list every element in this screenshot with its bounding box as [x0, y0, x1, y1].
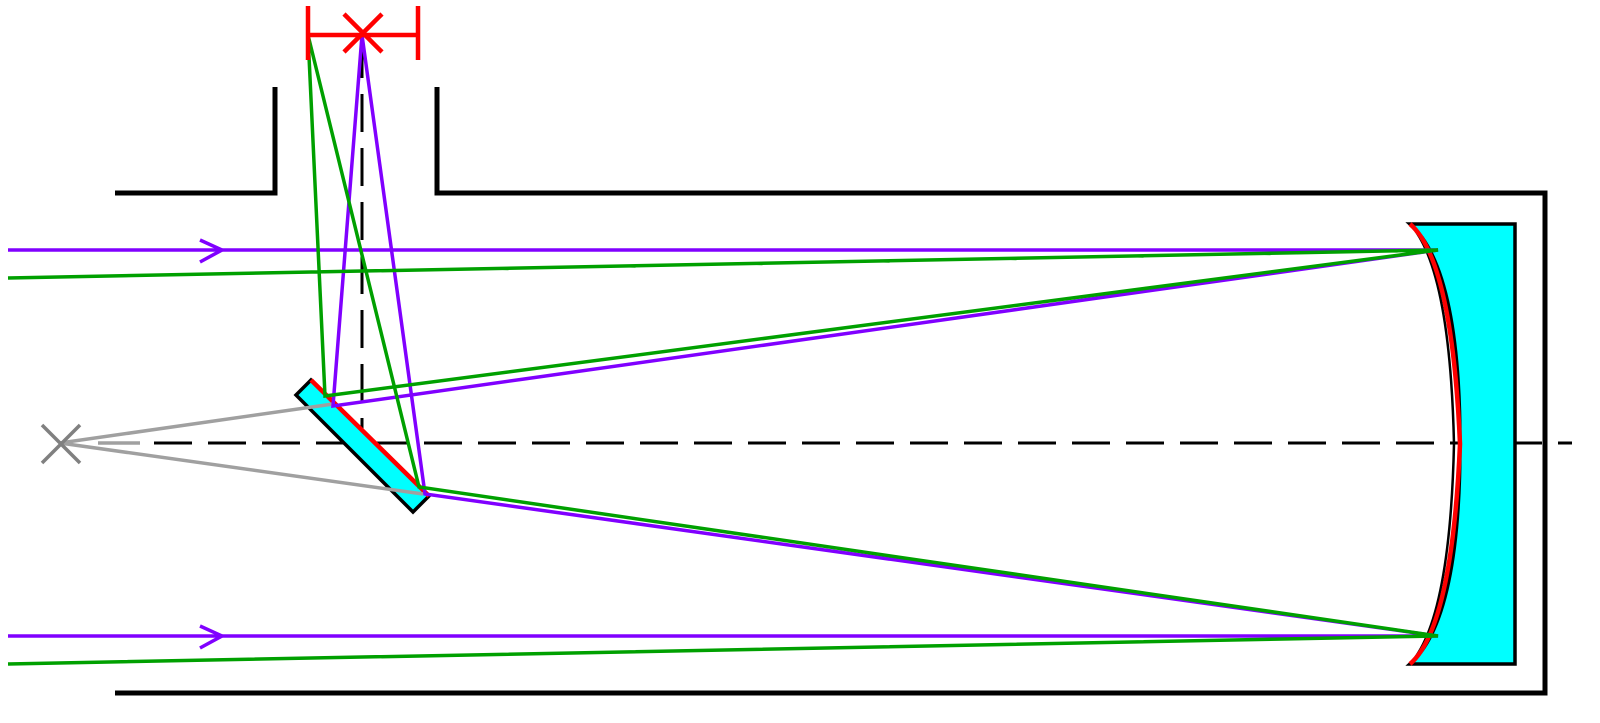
tube-top-wall-right [115, 87, 1548, 696]
off-axis-rays [7, 34, 1439, 666]
virtual-ray-lower [59, 441, 424, 496]
primary-mirror-back-edge [1409, 223, 1456, 665]
virtual-rays [59, 402, 424, 496]
primary-mirror [1405, 222, 1517, 666]
telescope-tube [115, 87, 1548, 696]
focal-plane-marker-icon [305, 6, 421, 60]
on-axis-rays [8, 34, 1439, 650]
tube-top-wall [115, 87, 278, 196]
off-axis-ray-upper [7, 34, 1439, 398]
on-axis-arrow-lower-icon [199, 624, 226, 650]
secondary-mirror [293, 377, 432, 515]
focal-point-x-b [342, 12, 384, 54]
secondary-mirror-coating [309, 378, 431, 498]
on-axis-arrow-upper-icon [199, 238, 226, 264]
on-axis-ray-lower [8, 34, 1439, 638]
primary-mirror-coating [1408, 222, 1463, 666]
virtual-ray-upper [59, 402, 334, 445]
virtual-focus-x-icon [40, 423, 82, 465]
off-axis-ray-lower [7, 34, 1439, 666]
on-axis-ray-upper [8, 34, 1439, 409]
optical-axis [100, 40, 1572, 445]
